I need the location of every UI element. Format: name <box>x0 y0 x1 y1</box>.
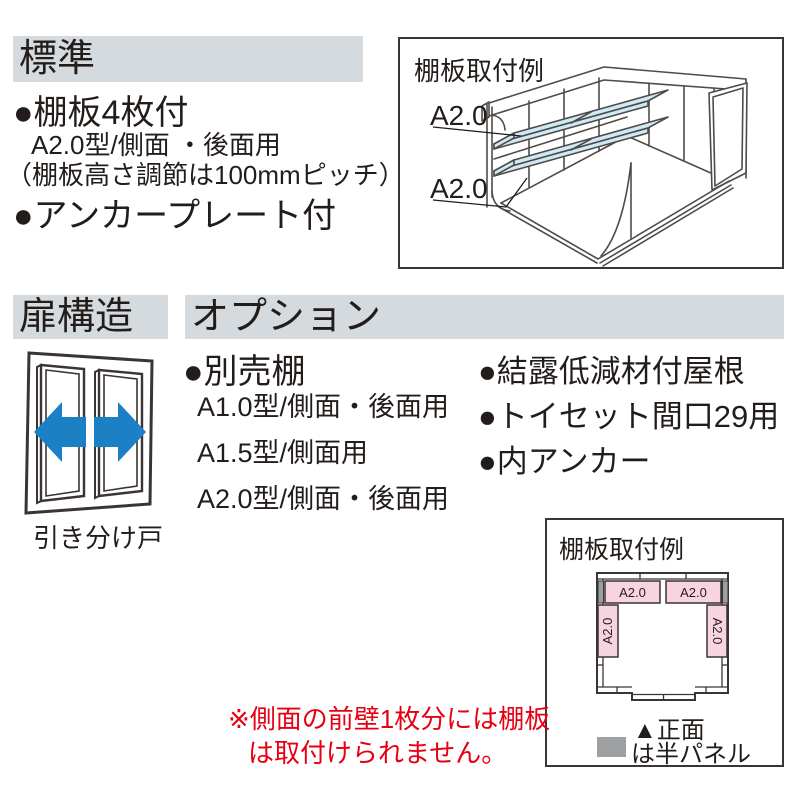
option-inner-anchor: ●内アンカー <box>478 444 651 479</box>
iso-label-upper-shelf: A2.0 <box>430 100 488 131</box>
top-shelf-example-box: 棚板取付例 A2.0 A2.0 <box>398 37 784 269</box>
standard-header: 標準 <box>13 36 363 82</box>
warning-note-line1: ※側面の前壁1枚分には棚板 <box>228 704 551 734</box>
door-structure-header-label: 扉構造 <box>19 296 134 338</box>
half-panel-left <box>597 580 604 604</box>
arrow-left-icon <box>34 402 86 462</box>
plan-label-back-right: A2.0 <box>680 585 707 600</box>
shed-plan-diagram: A2.0 A2.0 A2.0 A2.0 <box>596 572 729 701</box>
standard-item-shelf-note: （棚板高さ調節は100mmピッチ） <box>6 160 405 190</box>
shed-isometric-diagram <box>432 66 748 267</box>
sliding-door-diagram <box>24 351 154 515</box>
plan-label-back-left: A2.0 <box>619 585 646 600</box>
options-header-label: オプション <box>191 296 382 338</box>
option-separate-shelf: ●別売棚 <box>183 353 306 391</box>
option-toi-set: ●トイセット間口29用 <box>478 399 780 434</box>
standard-header-label: 標準 <box>19 38 96 80</box>
half-panel-right <box>722 580 729 604</box>
plan-shelf-back-right <box>665 580 722 604</box>
option-shelf-type-a15: A1.5型/側面用 <box>197 438 369 468</box>
arrow-right-icon <box>94 402 146 462</box>
plan-label-side-left: A2.0 <box>600 618 615 645</box>
half-panel-legend-swatch <box>597 737 626 757</box>
legend-half-panel: は半パネル <box>631 741 751 768</box>
warning-note: ※側面の前壁1枚分には棚板 は取付けられません。 <box>228 702 550 770</box>
bottom-example-title: 棚板取付例 <box>559 536 685 564</box>
legend-front: ▲正面 <box>633 717 705 744</box>
option-condensation-roof: ●結露低減材付屋根 <box>478 354 745 389</box>
top-example-title: 棚板取付例 <box>414 56 545 86</box>
option-shelf-type-a10: A1.0型/側面・後面用 <box>197 392 450 422</box>
iso-label-lower-shelf: A2.0 <box>430 173 488 204</box>
door-caption: 引き分け戸 <box>33 523 164 553</box>
bottom-shelf-example-box: 棚板取付例 <box>545 518 784 768</box>
plan-shelf-side-left <box>597 604 619 658</box>
plan-shelf-side-right <box>706 604 728 658</box>
option-shelf-type-a20: A2.0型/側面・後面用 <box>197 484 450 514</box>
options-header: オプション <box>185 295 784 339</box>
plan-shelf-back-left <box>604 580 661 604</box>
standard-item-anchor: ●アンカープレート付 <box>13 197 337 235</box>
warning-note-line2: は取付けられません。 <box>248 738 508 768</box>
standard-item-shelf-type: A2.0型/側面 ・後面用 <box>31 130 281 160</box>
door-structure-header: 扉構造 <box>13 295 168 339</box>
standard-item-shelf: ●棚板4枚付 <box>13 94 189 132</box>
plan-label-side-right: A2.0 <box>710 618 725 645</box>
